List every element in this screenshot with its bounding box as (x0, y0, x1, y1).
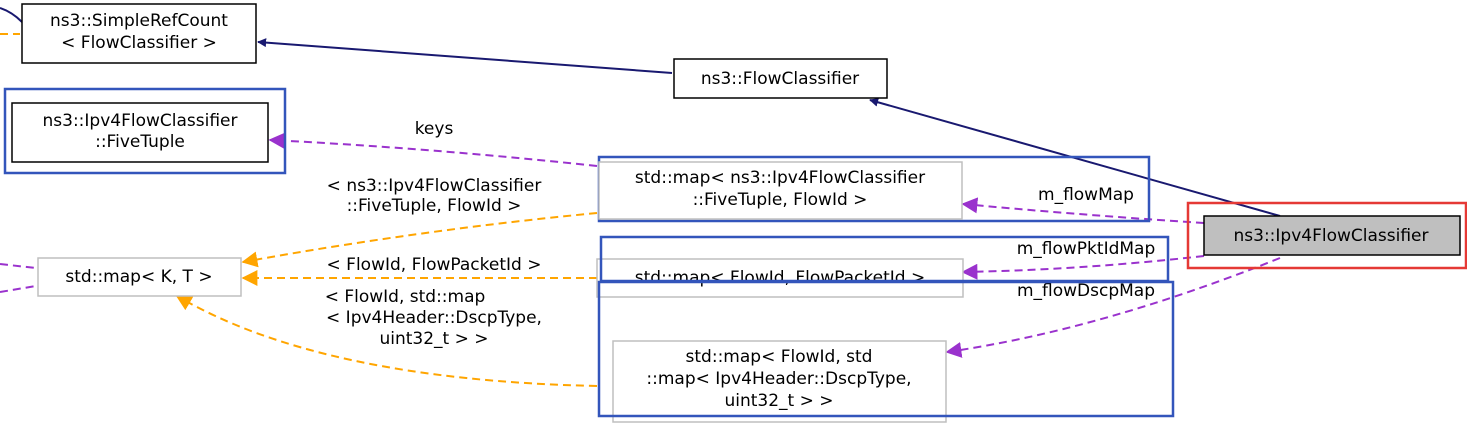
node-map-fivetuple-line1: std::map< ns3::Ipv4FlowClassifier (635, 168, 925, 188)
node-map-dscp-line2: ::map< Ipv4Header::DscpType, (646, 369, 911, 389)
node-ipv4flowclassifier[interactable]: ns3::Ipv4FlowClassifier (1186, 201, 1467, 270)
node-simplerefcount-line1: ns3::SimpleRefCount (50, 11, 228, 31)
member-edge-m-flowdscpmap (945, 257, 1281, 358)
template-edge-fivetuple-map (241, 212, 598, 268)
edge-label-template-fivetuple-line2: ::FiveTuple, FlowId > (347, 196, 522, 216)
member-edge-m-flowmap (961, 197, 1205, 224)
edge-label-m-flowpktidmap: m_flowPktIdMap (1017, 239, 1156, 259)
node-map-kt[interactable]: std::map< K, T > (37, 257, 242, 297)
edge-offscreen-to-map-kt-lower (0, 285, 37, 293)
node-map-kt-line1: std::map< K, T > (65, 267, 212, 287)
node-fivetuple[interactable]: ns3::Ipv4FlowClassifier ::FiveTuple (3, 87, 287, 175)
edge-label-template-dscp-line2: < Ipv4Header::DscpType, (326, 308, 542, 328)
edge-label-m-flowdscpmap: m_flowDscpMap (1017, 281, 1155, 301)
node-map-dscp-line3: uint32_t > > (724, 391, 833, 411)
edge-label-template-dscp-line3: uint32_t > > (379, 329, 488, 349)
member-edge-keys (268, 132, 598, 167)
highlight-fivetuple (3, 87, 287, 175)
node-fivetuple-line2: ::FiveTuple (95, 132, 185, 152)
node-map-fivetuple[interactable]: std::map< ns3::Ipv4FlowClassifier ::Five… (597, 155, 1151, 223)
edge-label-keys: keys (415, 119, 454, 139)
highlight-ipv4flowclassifier (1186, 201, 1467, 270)
edge-label-m-flowmap: m_flowMap (1038, 185, 1134, 205)
edge-offscreen-to-simplerefcount-top (0, 7, 23, 23)
member-edge-m-flowpktidmap (961, 255, 1205, 280)
node-ipv4flowclassifier-line1: ns3::Ipv4FlowClassifier (1234, 226, 1429, 246)
node-map-flowpacketid[interactable]: std::map< FlowId, FlowPacketId > (596, 235, 1170, 298)
node-fivetuple-line1: ns3::Ipv4FlowClassifier (43, 111, 238, 131)
template-edge-dscp-map (175, 295, 598, 387)
node-flowclassifier-line1: ns3::FlowClassifier (701, 69, 859, 89)
inheritance-edge-flowclassifier-to-simplerefcount (257, 38, 673, 74)
node-map-dscp-line1: std::map< FlowId, std (686, 347, 873, 367)
edge-offscreen-to-map-kt-upper (0, 263, 37, 269)
node-map-fivetuple-line2: ::FiveTuple, FlowId > (693, 190, 868, 210)
node-simplerefcount[interactable]: ns3::SimpleRefCount < FlowClassifier > (21, 3, 257, 64)
node-flowclassifier[interactable]: ns3::FlowClassifier (673, 58, 888, 99)
edge-label-template-dscp-line1: < FlowId, std::map (325, 287, 486, 307)
edge-label-template-fivetuple-line1: < ns3::Ipv4FlowClassifier (327, 176, 542, 196)
node-simplerefcount-line2: < FlowClassifier > (61, 33, 217, 53)
node-map-flowpacketid-line1: std::map< FlowId, FlowPacketId > (635, 268, 925, 288)
highlight-map-dscp (597, 280, 1175, 418)
node-map-dscp[interactable]: std::map< FlowId, std ::map< Ipv4Header:… (597, 280, 1175, 423)
edge-label-template-flowpacketid: < FlowId, FlowPacketId > (327, 255, 542, 275)
